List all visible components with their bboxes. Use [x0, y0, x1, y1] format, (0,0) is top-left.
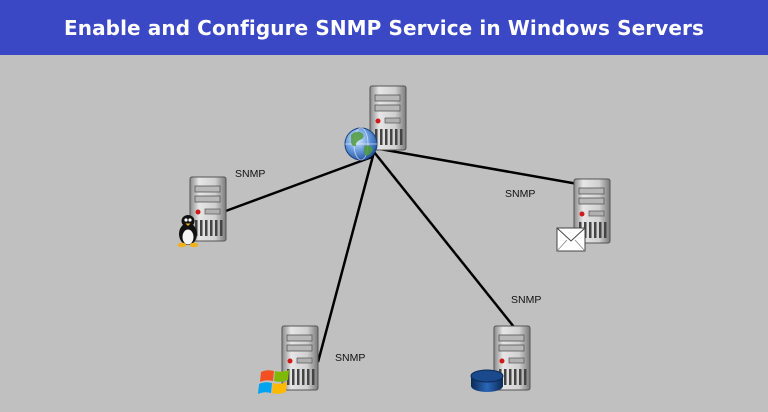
- link-label-windows: SNMP: [335, 352, 366, 364]
- network-diagram: [177, 85, 611, 394]
- windows-logo-icon: [258, 370, 289, 394]
- link-mail: [373, 146, 579, 186]
- windows-server: [258, 325, 319, 394]
- envelope-icon: [556, 227, 586, 252]
- title-banner: Enable and Configure SNMP Service in Win…: [0, 0, 768, 55]
- central-server: [344, 85, 407, 161]
- tux-penguin-icon: [177, 215, 199, 248]
- link-label-linux: SNMP: [235, 168, 266, 180]
- link-windows: [316, 151, 376, 363]
- link-database: [373, 151, 515, 328]
- globe-icon: [344, 127, 378, 161]
- link-label-mail: SNMP: [505, 188, 536, 200]
- mail-server: [556, 178, 611, 252]
- link-linux: [222, 155, 373, 214]
- database-server: [470, 325, 531, 392]
- link-label-database: SNMP: [511, 294, 542, 306]
- page-title: Enable and Configure SNMP Service in Win…: [63, 15, 705, 40]
- linux-server: [177, 176, 227, 248]
- database-icon: [470, 369, 504, 392]
